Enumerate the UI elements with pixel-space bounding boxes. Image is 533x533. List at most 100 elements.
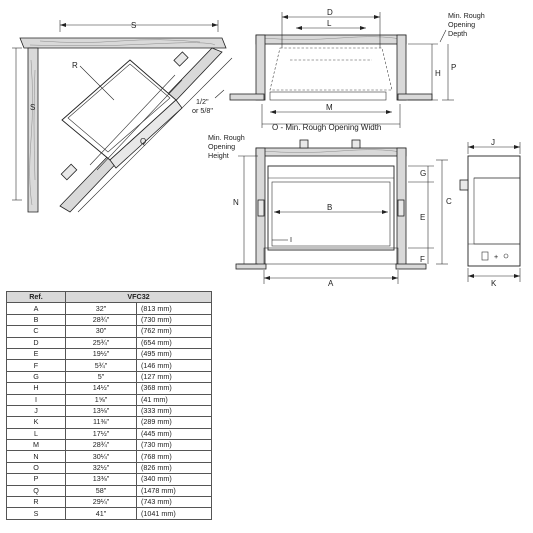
top-plan-view: D L M O - Min. Rough Opening Width H P M… <box>229 8 485 132</box>
cell-mm: (41 mm) <box>136 393 212 406</box>
cell-inches: 30" <box>65 325 137 338</box>
cell-mm: (1041 mm) <box>136 507 212 520</box>
label-r: R <box>72 61 78 70</box>
front-elevation-view: N Min. Rough Opening Height B I A G C E … <box>208 133 452 288</box>
cell-ref: D <box>6 336 66 349</box>
note-five-eighth: or 5/8" <box>192 106 213 115</box>
cell-ref: K <box>6 416 66 429</box>
side-view: + J K <box>459 138 521 288</box>
corner-top-view: S S R Q 1/2" or 5/8" <box>12 20 233 213</box>
label-m: M <box>326 103 333 112</box>
cell-inches: 11⅜" <box>65 416 137 429</box>
label-p: P <box>451 63 456 72</box>
cell-mm: (368 mm) <box>136 382 212 395</box>
cell-mm: (768 mm) <box>136 450 212 463</box>
cell-ref: O <box>6 461 66 475</box>
cell-mm: (289 mm) <box>136 416 212 429</box>
label-a: A <box>328 279 334 288</box>
note-depth-1: Min. Rough <box>448 11 485 20</box>
cell-inches: 32½" <box>65 461 137 475</box>
cell-inches: 58" <box>65 484 137 498</box>
note-height-1: Min. Rough <box>208 133 245 142</box>
label-i: I <box>290 235 292 244</box>
cell-inches: 13⅛" <box>65 404 137 418</box>
cell-inches: 19½" <box>65 347 137 361</box>
dimension-drawings: S S R Q 1/2" or 5/8" D <box>12 8 521 288</box>
label-h: H <box>435 69 441 78</box>
cell-ref: J <box>6 404 66 418</box>
cell-ref: M <box>6 439 66 452</box>
label-l: L <box>327 19 332 28</box>
cell-inches: 25¾" <box>65 336 137 349</box>
cell-ref: E <box>6 347 66 361</box>
cell-mm: (826 mm) <box>136 461 212 475</box>
cell-ref: Q <box>6 484 66 498</box>
cell-inches: 1⅝" <box>65 393 137 406</box>
note-height-2: Opening <box>208 142 235 151</box>
cell-mm: (340 mm) <box>136 473 212 486</box>
cell-ref: C <box>6 325 66 338</box>
label-s-top: S <box>131 21 136 30</box>
cell-mm: (333 mm) <box>136 404 212 418</box>
label-g: G <box>420 169 426 178</box>
cell-mm: (813 mm) <box>136 302 212 315</box>
label-e: E <box>420 213 425 222</box>
cell-mm: (654 mm) <box>136 336 212 349</box>
cell-mm: (445 mm) <box>136 427 212 441</box>
label-f: F <box>420 255 425 264</box>
cell-mm: (743 mm) <box>136 496 212 509</box>
cell-ref: R <box>6 496 66 509</box>
cell-inches: 29¼" <box>65 496 137 509</box>
cell-inches: 14½" <box>65 382 137 395</box>
label-o: O - Min. Rough Opening Width <box>272 123 381 132</box>
cell-mm: (762 mm) <box>136 325 212 338</box>
cell-mm: (495 mm) <box>136 347 212 361</box>
cell-mm: (127 mm) <box>136 370 212 384</box>
cell-inches: 28¾" <box>65 313 137 327</box>
header-model: VFC32 <box>65 290 212 304</box>
note-half-inch: 1/2" <box>196 97 209 106</box>
note-height-3: Height <box>208 151 229 160</box>
table-header-row: Ref. VFC32 <box>6 290 212 304</box>
cell-ref: N <box>6 450 66 463</box>
cell-ref: F <box>6 359 66 372</box>
cell-mm: (1478 mm) <box>136 484 212 498</box>
label-q: Q <box>140 137 146 146</box>
cell-inches: 32" <box>65 302 137 315</box>
note-depth-2: Opening <box>448 20 475 29</box>
cell-ref: P <box>6 473 66 486</box>
cell-ref: B <box>6 313 66 327</box>
note-depth-3: Depth <box>448 29 467 38</box>
cell-ref: A <box>6 302 66 315</box>
cell-mm: (730 mm) <box>136 439 212 452</box>
label-d: D <box>327 8 333 17</box>
cell-inches: 5¾" <box>65 359 137 372</box>
label-n: N <box>233 198 239 207</box>
label-s-side: S <box>30 103 35 112</box>
label-j: J <box>491 138 495 147</box>
cell-inches: 13⅜" <box>65 473 137 486</box>
cell-ref: H <box>6 382 66 395</box>
label-k: K <box>491 279 497 288</box>
cell-inches: 41" <box>65 507 137 520</box>
svg-text:+: + <box>494 252 498 261</box>
cell-ref: S <box>6 507 66 520</box>
